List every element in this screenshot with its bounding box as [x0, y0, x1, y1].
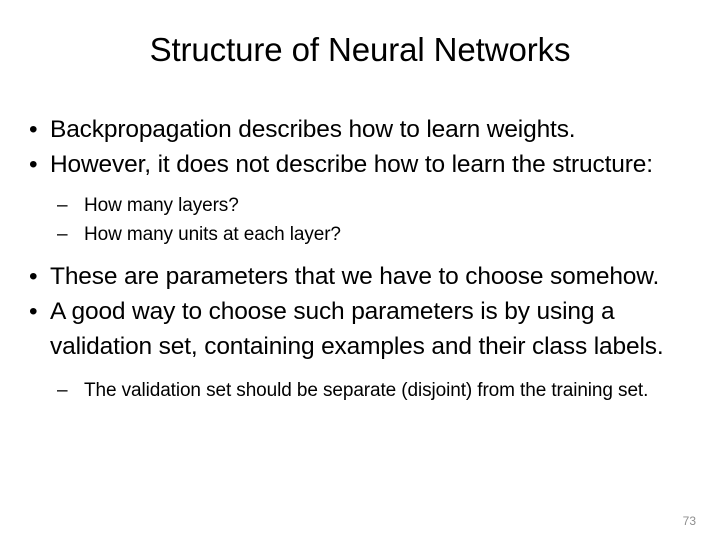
list-item-text: How many layers?	[84, 195, 239, 216]
list-item: – The validation set should be separate …	[24, 376, 708, 405]
list-item-text: However, it does not describe how to lea…	[50, 151, 653, 178]
dash-marker-icon: –	[57, 224, 68, 245]
list-item-text: Backpropagation describes how to learn w…	[50, 116, 576, 143]
list-item-text: How many units at each layer?	[84, 224, 341, 245]
list-item: – How many layers?	[24, 191, 708, 220]
list-item: • These are parameters that we have to c…	[24, 259, 708, 294]
dash-marker-icon: –	[57, 380, 68, 401]
list-item-text: The validation set should be separate (d…	[84, 380, 649, 401]
bullet-marker-icon: •	[29, 298, 38, 325]
bullet-marker-icon: •	[29, 263, 38, 290]
list-item: – How many units at each layer?	[24, 220, 708, 249]
dash-marker-icon: –	[57, 195, 68, 216]
bullet-marker-icon: •	[29, 151, 38, 178]
page-title: Structure of Neural Networks	[149, 31, 571, 68]
list-item-text: A good way to choose such parameters is …	[50, 298, 664, 360]
slide-number: 73	[682, 514, 696, 528]
list-item: • Backpropagation describes how to learn…	[24, 112, 708, 147]
list-item: • However, it does not describe how to l…	[24, 147, 708, 182]
bullet-marker-icon: •	[29, 116, 38, 143]
slide-body: • Backpropagation describes how to learn…	[24, 112, 708, 405]
list-item: • A good way to choose such parameters i…	[24, 294, 708, 364]
list-item-text: These are parameters that we have to cho…	[50, 263, 660, 290]
